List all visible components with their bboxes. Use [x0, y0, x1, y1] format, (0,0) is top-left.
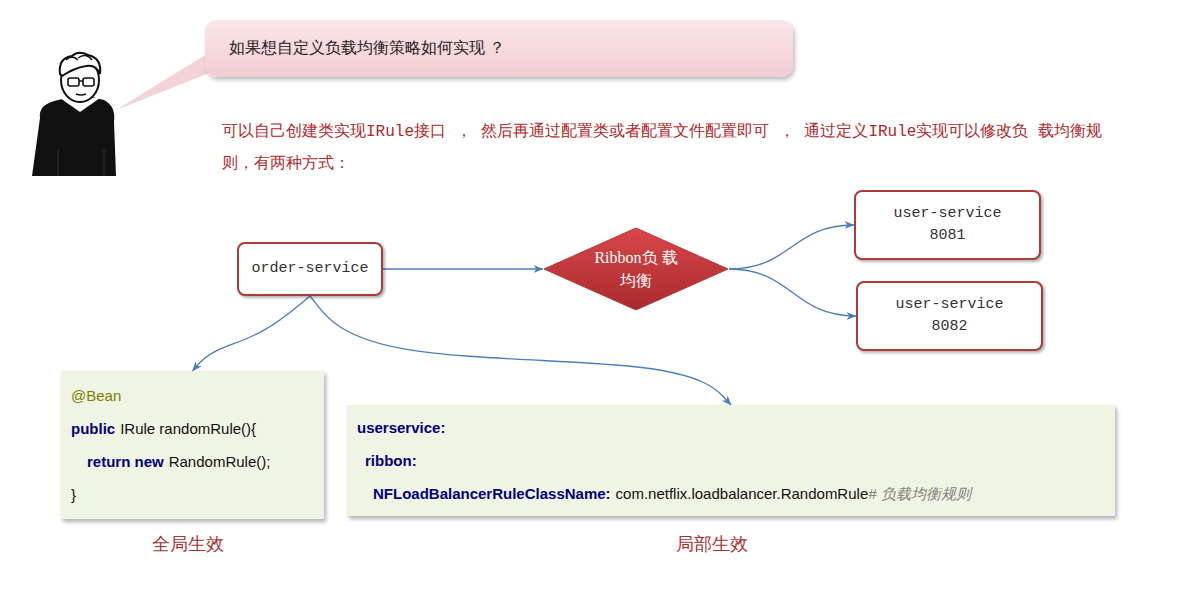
- code-text: return new: [87, 453, 164, 470]
- code-line: }: [71, 478, 314, 511]
- code-line: ribbon:: [357, 444, 1105, 477]
- code-line: public IRule randomRule(){: [71, 412, 314, 445]
- diamond-outline: [544, 228, 728, 310]
- code-text: userservice:: [357, 419, 445, 436]
- connector-arrow: [193, 296, 311, 371]
- process-box: order-service: [237, 242, 383, 296]
- connector-arrow: [729, 225, 854, 269]
- code-line: userservice:: [357, 411, 1105, 444]
- question-text: 如果想自定义负载均衡策略如何实现 ？: [229, 38, 505, 59]
- connector-arrow: [383, 268, 543, 269]
- diamond-shape: [543, 227, 729, 311]
- code-box: userservice: ribbon: NFLoadBalancerRuleCla…: [347, 405, 1115, 516]
- code-text: com.netflix.loadbalancer.RandomRule: [616, 485, 869, 502]
- code-line: return new RandomRule();: [71, 445, 314, 478]
- code-text: IRule randomRule(){: [120, 420, 256, 437]
- code-text: @Bean: [71, 387, 121, 404]
- code-text: RandomRule();: [169, 453, 271, 470]
- scope-label: 局部生效: [652, 531, 772, 557]
- code-line: @Bean: [71, 379, 314, 412]
- node-label: user-service 8081: [883, 203, 1013, 247]
- connector-arrow: [729, 269, 856, 316]
- node-label: order-service: [251, 258, 368, 280]
- bubble-tail: [116, 52, 212, 110]
- code-text: ribbon:: [365, 452, 417, 469]
- speech-bubble: 如果想自定义负载均衡策略如何实现 ？: [205, 20, 793, 77]
- process-box: user-service 8081: [854, 190, 1041, 260]
- code-line: NFLoadBalancerRuleClassName: com.netflix.…: [357, 477, 1105, 510]
- connector-arrow: [310, 296, 731, 405]
- scope-label: 全局生效: [128, 531, 248, 557]
- code-text: # 负载均衡规则: [868, 485, 971, 502]
- code-box: @Bean public IRule randomRule(){ return new…: [61, 371, 324, 519]
- node-label: Ribbon负 载均衡: [594, 246, 678, 292]
- process-box: user-service 8082: [856, 281, 1043, 351]
- code-text: }: [71, 486, 76, 503]
- answer-text: 可以自己创建类实现IRule接口 ， 然后再通过配置类或者配置文件配置即可 ， …: [222, 116, 1122, 180]
- code-text: public: [71, 420, 115, 437]
- code-text: NFLoadBalancerRuleClassName:: [373, 485, 611, 502]
- node-label: user-service 8082: [885, 294, 1015, 338]
- person-figure: [32, 53, 116, 176]
- decision-diamond: Ribbon负 载均衡: [543, 227, 729, 311]
